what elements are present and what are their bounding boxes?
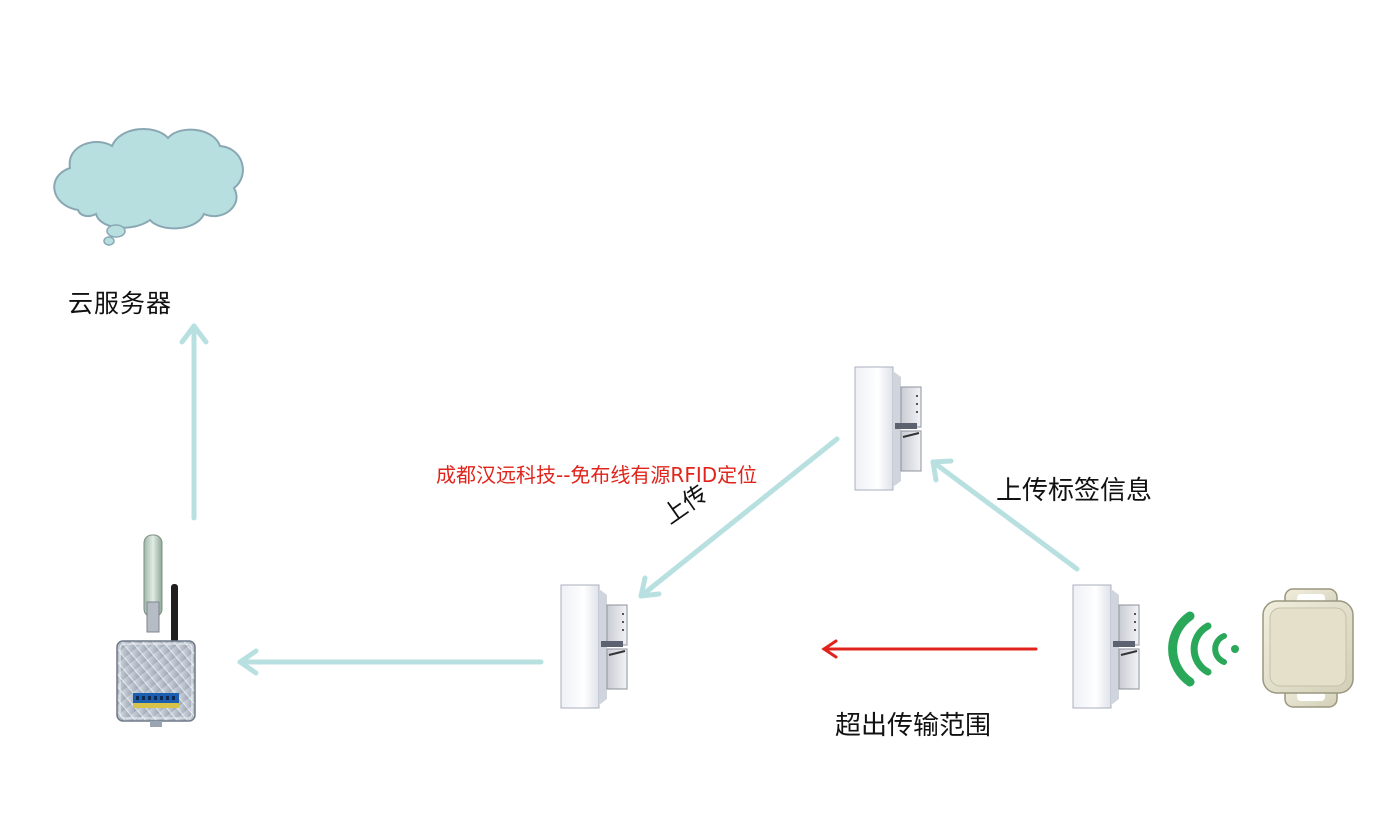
- reader-icon-right: [1072, 584, 1140, 709]
- cloud-server-label: 云服务器: [68, 289, 173, 318]
- arrow-out-of-range: [821, 639, 1038, 659]
- out-of-range-label: 超出传输范围: [835, 711, 992, 741]
- rfid-tag-icon: [1262, 588, 1354, 708]
- reader-icon-top: [854, 366, 922, 491]
- arrow-top-to-mid-reader: [638, 436, 840, 599]
- upload-tag-info-label: 上传标签信息: [996, 476, 1153, 506]
- arrow-right-to-top-reader: [930, 459, 1080, 572]
- wireless-signal-icon: [1168, 611, 1239, 687]
- cloud-icon: [53, 127, 244, 246]
- gateway-icon: [116, 534, 196, 727]
- company-label: 成都汉远科技--免布线有源RFID定位: [436, 463, 758, 487]
- flow-arrows: [179, 323, 1080, 676]
- reader-icon-middle: [560, 584, 628, 709]
